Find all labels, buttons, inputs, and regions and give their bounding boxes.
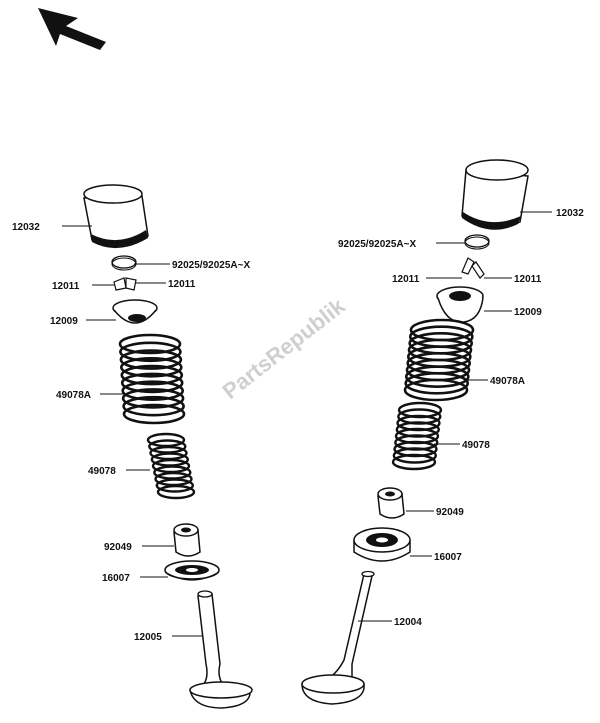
spring-coil — [404, 365, 470, 389]
spring-coil — [155, 478, 195, 493]
left-valve[interactable] — [189, 590, 253, 709]
label-right-tappet: 12032 — [556, 208, 584, 219]
label-left-stem-seal: 92049 — [104, 542, 132, 553]
spring-coil — [122, 403, 186, 425]
watermark-text: PartsRepublik — [218, 293, 351, 404]
right-stem-seal[interactable] — [377, 487, 405, 519]
direction-arrow-icon — [38, 8, 106, 50]
spring-coil — [120, 372, 184, 394]
spring-coil — [391, 453, 437, 471]
left-spring-seat[interactable] — [164, 560, 220, 581]
spring-coil — [121, 388, 185, 409]
label-right-spring-seat: 16007 — [434, 552, 462, 563]
spring-coil — [403, 378, 469, 402]
label-right-valve: 12004 — [394, 617, 422, 628]
right-tappet[interactable] — [461, 159, 529, 230]
spring-coil — [120, 356, 183, 378]
spring-coil — [122, 395, 185, 417]
spring-coil — [156, 484, 196, 500]
right-collets[interactable] — [461, 257, 485, 279]
left-outer-spring[interactable] — [118, 333, 186, 425]
label-left-tappet: 12032 — [12, 222, 40, 233]
label-left-collet-a: 12011 — [52, 281, 80, 292]
left-leader-lines — [62, 225, 202, 637]
right-spring-retainer[interactable] — [436, 286, 484, 323]
spring-coil — [120, 364, 184, 386]
spring-coil — [119, 349, 183, 370]
left-stem-seal[interactable] — [173, 523, 201, 557]
left-spring-retainer[interactable] — [112, 299, 158, 324]
left-labels: 12032 92025/92025A~X 12011 12011 12009 4… — [12, 222, 250, 643]
right-outer-spring[interactable] — [403, 318, 475, 402]
label-left-outer-spring: 49078A — [56, 390, 91, 401]
right-inner-spring[interactable] — [391, 401, 443, 471]
label-right-collet-b: 12011 — [514, 274, 542, 285]
left-inner-spring[interactable] — [146, 432, 196, 500]
spring-coil — [121, 380, 184, 402]
right-labels: 12032 92025/92025A~X 12011 12011 12009 4… — [338, 208, 584, 628]
label-right-shim: 92025/92025A~X — [338, 239, 416, 250]
right-valve[interactable] — [301, 570, 375, 705]
label-left-retainer: 12009 — [50, 316, 78, 327]
left-collets[interactable] — [113, 277, 137, 291]
right-leader-lines — [358, 211, 552, 622]
label-right-inner-spring: 49078 — [462, 440, 490, 451]
label-right-collet-a: 12011 — [392, 274, 420, 285]
label-left-spring-seat: 16007 — [102, 573, 130, 584]
spring-coil — [404, 371, 470, 395]
label-left-valve: 12005 — [134, 632, 162, 643]
spring-coil — [119, 341, 182, 363]
right-spring-seat[interactable] — [353, 527, 411, 562]
left-tappet[interactable] — [83, 184, 149, 249]
label-right-stem-seal: 92049 — [436, 507, 464, 518]
right-shim[interactable] — [464, 234, 490, 250]
label-left-inner-spring: 49078 — [88, 466, 116, 477]
spring-coil — [392, 447, 437, 464]
label-right-outer-spring: 49078A — [490, 376, 525, 387]
label-right-retainer: 12009 — [514, 307, 542, 318]
spring-coil — [118, 333, 182, 355]
label-left-collet-b: 12011 — [168, 279, 196, 290]
left-shim[interactable] — [111, 255, 137, 271]
label-left-shim: 92025/92025A~X — [172, 260, 250, 271]
